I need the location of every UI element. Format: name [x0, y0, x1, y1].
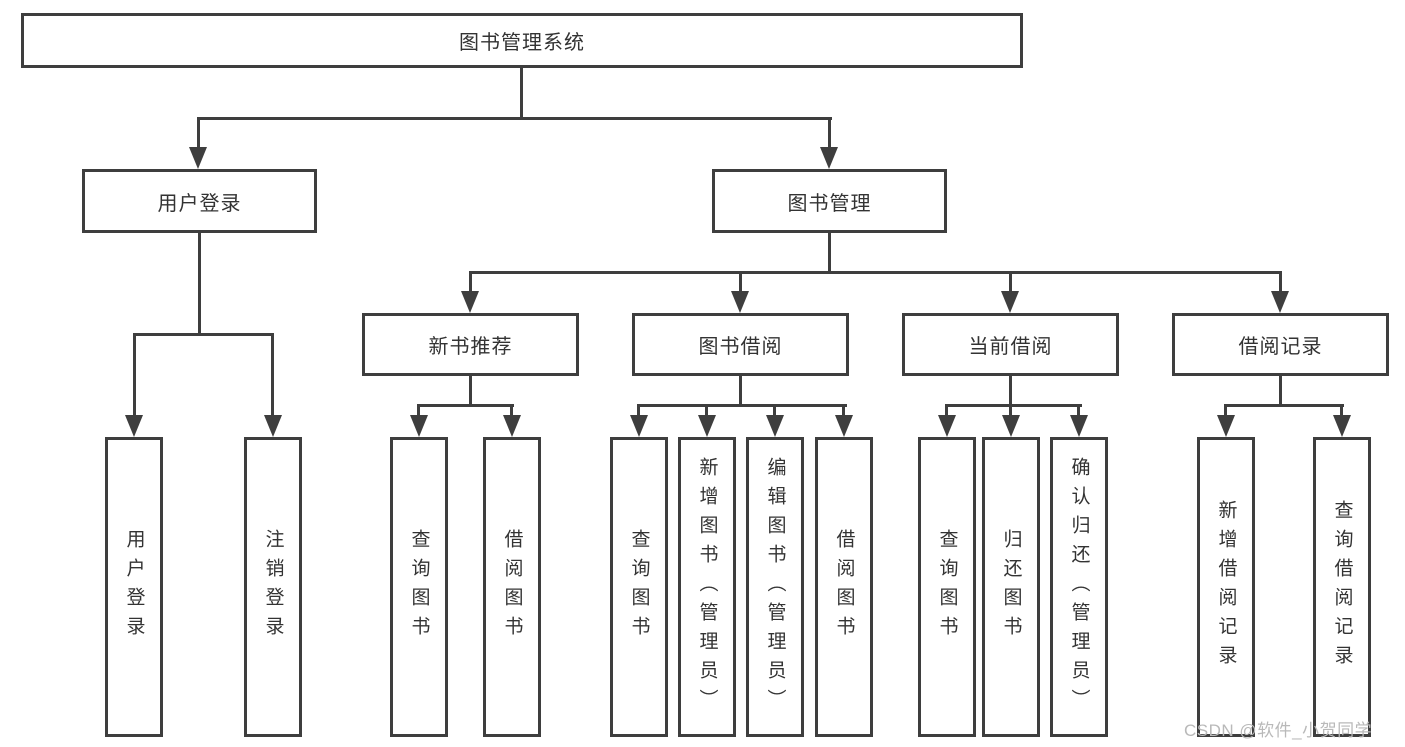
node-label: 查询图书 [408, 529, 430, 645]
arrowhead-to-leaf-query-books-2 [630, 415, 648, 437]
node-leaf-return-book: 归还图书 [982, 437, 1040, 737]
connector-book-mgmt-hline [469, 271, 1282, 274]
node-library-management-system: 图书管理系统 [21, 13, 1023, 68]
node-leaf-confirm-return-admin: 确认归还（管理员） [1050, 437, 1108, 737]
connector-new-book-rec-hline [418, 404, 514, 407]
arrowhead-to-borrowing-records [1271, 291, 1289, 313]
connector-user-login-drop-right [271, 333, 274, 417]
arrowhead-to-leaf-return-book [1002, 415, 1020, 437]
connector-borrow-records-drop-1 [1224, 404, 1227, 420]
connector-book-borrow-stem [739, 376, 742, 407]
csdn-watermark: CSDN @软件_小贺同学 [1184, 721, 1373, 740]
connector-user-login-drop-left [133, 333, 136, 417]
node-label: 归还图书 [1000, 529, 1022, 645]
arrowhead-to-new-book-recommend [461, 291, 479, 313]
arrowhead-to-leaf-user-login [125, 415, 143, 437]
node-label: 用户登录 [157, 192, 242, 215]
node-label: 编辑图书（管理员） [764, 456, 786, 718]
arrowhead-to-leaf-confirm-return [1070, 415, 1088, 437]
connector-book-mgmt-drop-1 [469, 271, 472, 295]
connector-new-book-rec-stem [469, 376, 472, 407]
node-label: 借阅图书 [833, 529, 855, 645]
node-label: 查询图书 [628, 529, 650, 645]
node-label: 查询图书 [936, 529, 958, 645]
node-leaf-add-book-admin: 新增图书（管理员） [678, 437, 736, 737]
node-current-borrowing: 当前借阅 [902, 313, 1119, 376]
node-label: 用户登录 [123, 529, 145, 645]
connector-current-borrow-drop-3 [1077, 404, 1080, 420]
connector-current-borrow-stem [1009, 376, 1012, 407]
node-label: 新书推荐 [428, 336, 513, 358]
node-user-login-branch: 用户登录 [82, 169, 317, 233]
connector-borrow-records-stem [1279, 376, 1282, 407]
connector-book-borrow-drop-3 [773, 404, 776, 420]
connector-borrow-records-hline [1225, 404, 1344, 407]
connector-new-book-rec-drop-2 [510, 404, 513, 420]
connector-new-book-rec-drop-1 [417, 404, 420, 420]
arrowhead-to-leaf-add-book [698, 415, 716, 437]
arrowhead-to-leaf-borrow-books-2 [835, 415, 853, 437]
connector-root-drop-right [828, 117, 831, 151]
node-label: 图书管理系统 [459, 32, 585, 54]
arrowhead-to-leaf-borrow-books-1 [503, 415, 521, 437]
node-label: 注销登录 [262, 529, 284, 645]
node-leaf-query-books-1: 查询图书 [390, 437, 448, 737]
arrowhead-to-book-management [820, 147, 838, 169]
node-leaf-edit-book-admin: 编辑图书（管理员） [746, 437, 804, 737]
node-leaf-add-borrow-record: 新增借阅记录 [1197, 437, 1255, 737]
node-new-book-recommend: 新书推荐 [362, 313, 579, 376]
node-label: 图书借阅 [698, 336, 783, 358]
arrowhead-to-book-borrowing [731, 291, 749, 313]
connector-user-login-hline [133, 333, 274, 336]
connector-current-borrow-hline [946, 404, 1082, 407]
arrowhead-to-current-borrowing [1001, 291, 1019, 313]
node-label: 查询借阅记录 [1331, 500, 1353, 674]
connector-book-borrow-drop-1 [637, 404, 640, 420]
connector-book-mgmt-drop-4 [1279, 271, 1282, 295]
connector-current-borrow-drop-1 [945, 404, 948, 420]
node-leaf-borrow-books-1: 借阅图书 [483, 437, 541, 737]
node-label: 图书管理 [787, 192, 872, 215]
node-borrowing-records: 借阅记录 [1172, 313, 1389, 376]
node-leaf-logout: 注销登录 [244, 437, 302, 737]
node-leaf-query-books-2: 查询图书 [610, 437, 668, 737]
connector-root-stem [520, 68, 523, 118]
arrowhead-to-leaf-query-books-1 [410, 415, 428, 437]
node-book-management: 图书管理 [712, 169, 947, 233]
node-label: 新增借阅记录 [1215, 500, 1237, 674]
arrowhead-to-leaf-query-books-3 [938, 415, 956, 437]
connector-book-borrow-drop-2 [705, 404, 708, 420]
connector-borrow-records-drop-2 [1340, 404, 1343, 420]
connector-book-mgmt-drop-3 [1009, 271, 1012, 295]
node-leaf-user-login: 用户登录 [105, 437, 163, 737]
arrowhead-to-user-login [189, 147, 207, 169]
arrowhead-to-leaf-logout [264, 415, 282, 437]
arrowhead-to-leaf-query-record [1333, 415, 1351, 437]
arrowhead-to-leaf-add-record [1217, 415, 1235, 437]
connector-current-borrow-drop-2 [1009, 404, 1012, 420]
connector-user-login-stem [198, 233, 201, 334]
node-leaf-query-borrow-record: 查询借阅记录 [1313, 437, 1371, 737]
node-label: 借阅图书 [501, 529, 523, 645]
connector-root-drop-left [197, 117, 200, 151]
node-label: 当前借阅 [968, 336, 1053, 358]
connector-book-mgmt-drop-2 [739, 271, 742, 295]
connector-book-borrow-drop-4 [842, 404, 845, 420]
connector-root-hline [197, 117, 832, 120]
node-book-borrowing: 图书借阅 [632, 313, 849, 376]
node-label: 借阅记录 [1238, 336, 1323, 358]
connector-book-mgmt-stem [828, 233, 831, 274]
connector-book-borrow-hline [638, 404, 847, 407]
node-label: 确认归还（管理员） [1068, 456, 1090, 718]
arrowhead-to-leaf-edit-book [766, 415, 784, 437]
node-leaf-borrow-books-2: 借阅图书 [815, 437, 873, 737]
node-label: 新增图书（管理员） [696, 456, 718, 718]
node-leaf-query-books-3: 查询图书 [918, 437, 976, 737]
